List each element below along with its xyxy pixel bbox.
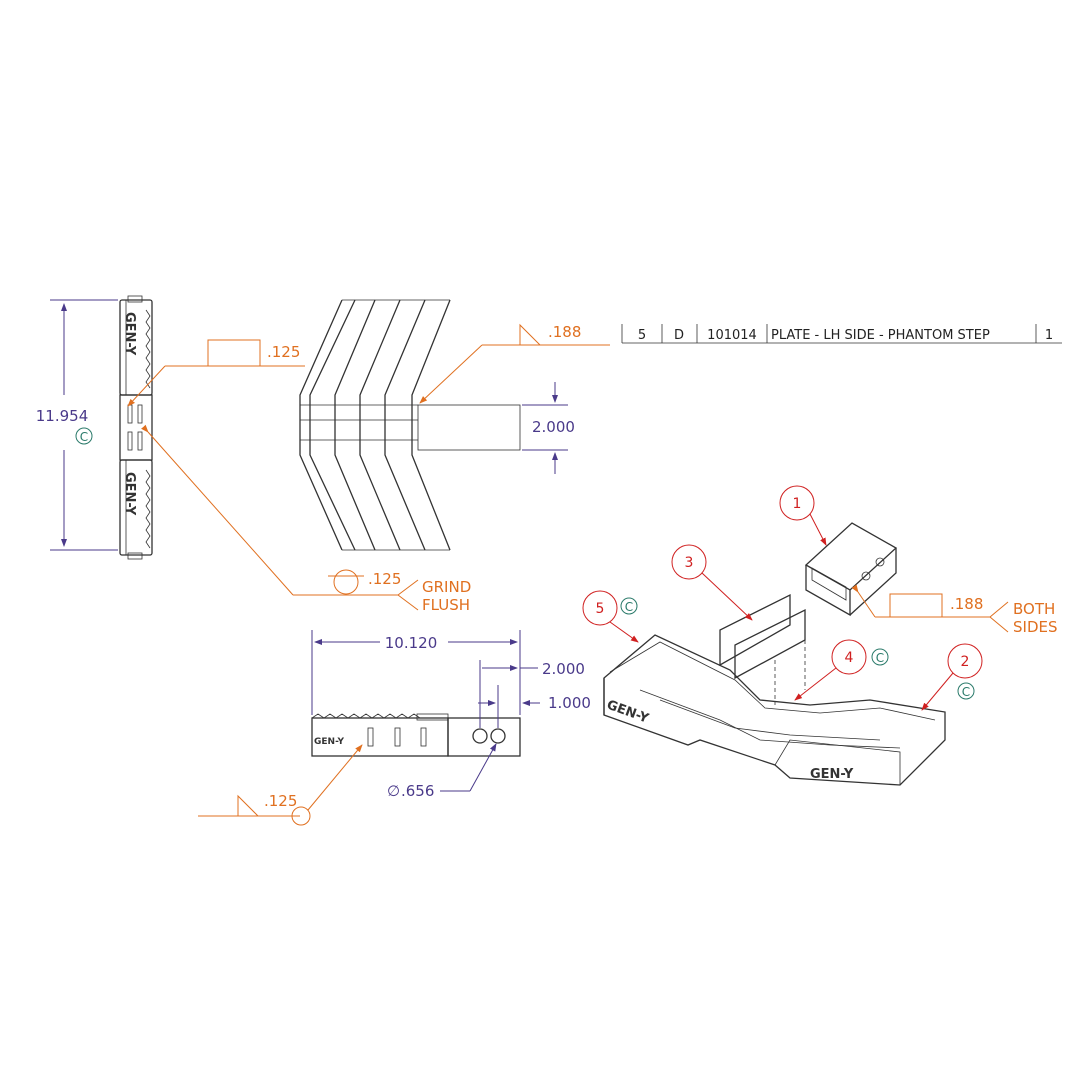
height-value: 11.954 bbox=[36, 407, 89, 425]
plate-part-3 bbox=[719, 593, 806, 680]
bom-row: 5 D 101014 PLATE - LH SIDE - PHANTOM STE… bbox=[621, 324, 1062, 344]
logo-text-lower: GEN-Y bbox=[122, 472, 137, 516]
hole-diameter-dimension: ∅ .656 bbox=[387, 743, 497, 800]
top-view bbox=[299, 299, 521, 551]
weld-symbol-top-middle: .188 bbox=[419, 323, 610, 404]
svg-text:4: 4 bbox=[845, 650, 854, 666]
bom-qty: 5 bbox=[638, 328, 646, 343]
bom-part-number: 101014 bbox=[707, 328, 757, 343]
length-dimension: 10.120 bbox=[311, 630, 521, 715]
length-value: 10.120 bbox=[385, 634, 438, 652]
weld-symbol-both-sides: .188 BOTH SIDES bbox=[851, 584, 1058, 636]
diameter-symbol: ∅ bbox=[387, 782, 400, 800]
side-view: GEN-Y bbox=[311, 713, 521, 757]
height-dimension: 11.954 C bbox=[36, 299, 118, 551]
tube-part bbox=[804, 522, 898, 617]
weld-bottom-left-value: .125 bbox=[264, 792, 297, 810]
weld-both-sides-value: .188 bbox=[950, 595, 983, 613]
side-logo: GEN-Y bbox=[314, 737, 344, 747]
weld-top-left-value: .125 bbox=[267, 343, 300, 361]
logo-text-upper: GEN-Y bbox=[122, 312, 137, 356]
balloon-3: 3 bbox=[671, 544, 753, 621]
hole-diameter-value: .656 bbox=[401, 782, 434, 800]
bom-count: 1 bbox=[1045, 328, 1053, 343]
critical-mark-height: C bbox=[80, 430, 88, 444]
bom-description: PLATE - LH SIDE - PHANTOM STEP bbox=[771, 328, 990, 343]
weld-grind-value: .125 bbox=[368, 570, 401, 588]
hole-spacing-dimension: 2.000 bbox=[479, 660, 585, 728]
base-part bbox=[603, 634, 946, 786]
balloon-4: 4 C bbox=[794, 639, 889, 701]
weld-top-middle-value: .188 bbox=[548, 323, 581, 341]
weld-symbol-top-left: .125 bbox=[127, 339, 305, 407]
hole-offset-dimension: 1.000 bbox=[478, 694, 591, 712]
svg-text:2: 2 bbox=[961, 654, 970, 670]
critical-mark-5: C bbox=[625, 600, 633, 614]
svg-text:1: 1 bbox=[793, 496, 802, 512]
hole-spacing-value: 2.000 bbox=[542, 660, 585, 678]
weld-symbol-grind: .125 GRIND FLUSH bbox=[141, 424, 471, 614]
balloon-1: 1 bbox=[779, 485, 827, 546]
grind-note-2: FLUSH bbox=[422, 596, 470, 614]
front-view: GEN-Y GEN-Y bbox=[119, 295, 153, 560]
critical-mark-4: C bbox=[876, 651, 884, 665]
balloon-2: 2 C bbox=[921, 643, 983, 711]
critical-mark-2: C bbox=[962, 685, 970, 699]
isometric-view: GEN-Y GEN-Y bbox=[603, 522, 946, 786]
balloon-5: 5 C bbox=[582, 590, 639, 643]
bom-rev: D bbox=[674, 328, 684, 343]
iso-logo-left: GEN-Y bbox=[605, 698, 651, 727]
svg-text:3: 3 bbox=[685, 555, 694, 571]
weld-symbol-bottom-left: .125 bbox=[198, 744, 363, 826]
both-sides-note-1: BOTH bbox=[1013, 600, 1055, 618]
iso-logo-right: GEN-Y bbox=[810, 767, 854, 782]
hole-offset-value: 1.000 bbox=[548, 694, 591, 712]
both-sides-note-2: SIDES bbox=[1013, 618, 1058, 636]
tube-height-value: 2.000 bbox=[532, 418, 575, 436]
grind-note-1: GRIND bbox=[422, 578, 471, 596]
svg-text:5: 5 bbox=[596, 601, 605, 617]
tube-height-dimension: 2.000 bbox=[522, 382, 575, 474]
